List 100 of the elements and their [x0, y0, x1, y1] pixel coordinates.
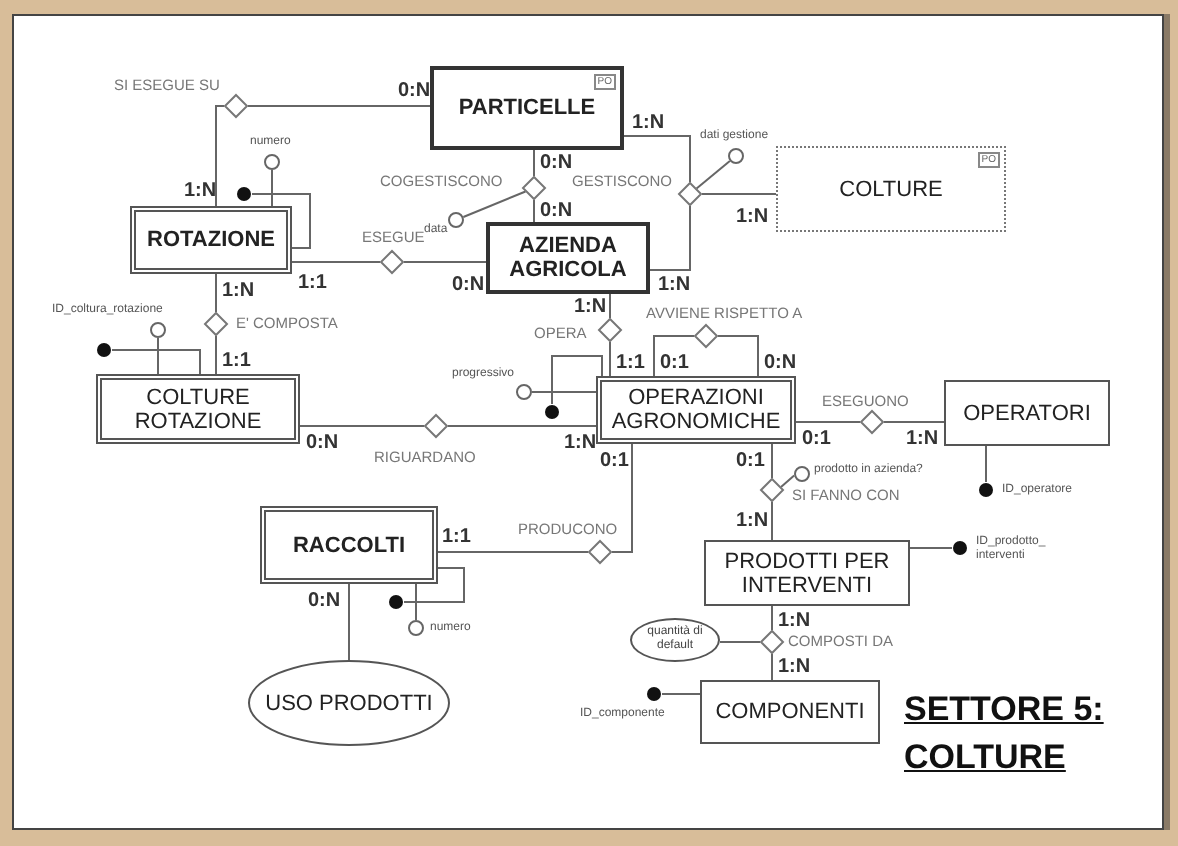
cardinality-label: 1:N	[906, 428, 939, 450]
connector-line	[299, 425, 425, 427]
diagram-title: SETTORE 5: COLTURE	[904, 688, 1106, 780]
connector-line	[909, 547, 953, 549]
entity-box	[486, 222, 650, 294]
entity-box	[704, 540, 910, 606]
entity-box	[776, 146, 1006, 232]
relationship-diamond	[694, 324, 718, 348]
entity-box	[96, 374, 300, 444]
connector-line	[701, 193, 777, 195]
cardinality-label: 1:N	[574, 296, 607, 318]
entity-box	[700, 680, 880, 744]
identifier-dot	[236, 186, 252, 202]
entity-name: RACCOLTI	[290, 533, 407, 557]
cardinality-label: 1:N	[736, 206, 769, 228]
attribute-circle	[728, 148, 744, 164]
relationship-diamond	[224, 94, 248, 118]
cardinality-label: 1:1	[616, 352, 645, 374]
cardinality-label: 0:1	[736, 450, 765, 472]
connector-line	[533, 199, 535, 223]
relationship-diamond	[204, 312, 228, 336]
connector-line	[661, 693, 701, 695]
connector-line	[623, 135, 691, 183]
entity-box	[944, 380, 1110, 446]
connector-line	[157, 337, 159, 375]
connector-line	[780, 474, 796, 488]
entity-name: COLTURE	[837, 177, 945, 201]
relationship-diamond	[760, 478, 784, 502]
relationship-diamond	[760, 630, 784, 654]
attribute-circle	[408, 620, 424, 636]
entity-name: AZIENDA AGRICOLA	[507, 234, 629, 282]
relationship-diamond	[678, 182, 702, 206]
entity-name: COLTURE ROTAZIONE	[132, 385, 264, 433]
attribute-circle	[264, 154, 280, 170]
cardinality-label: 0:1	[600, 450, 629, 472]
connector-line	[531, 391, 597, 393]
connector-line	[215, 105, 225, 207]
connector-line	[403, 261, 487, 263]
connector-line	[215, 335, 217, 375]
entity-box	[430, 66, 624, 150]
cardinality-label: 1:1	[222, 350, 251, 372]
entity-name: PRODOTTI PER INTERVENTI	[722, 549, 892, 597]
relationship-diamond	[380, 250, 404, 274]
cardinality-label: 1:N	[222, 280, 255, 302]
cardinality-label: 1:N	[658, 274, 691, 296]
connector-line	[771, 653, 773, 681]
attribute-circle	[448, 212, 464, 228]
connector-line	[611, 443, 633, 553]
relationship-diamond	[860, 410, 884, 434]
entity-name: OPERATORI	[961, 401, 1093, 425]
connector-line	[985, 445, 987, 483]
cardinality-label: 0:1	[660, 352, 689, 374]
connector-line	[271, 169, 273, 207]
cardinality-label: 0:N	[306, 432, 339, 454]
relationship-diamond	[588, 540, 612, 564]
connector-line	[649, 205, 691, 271]
cardinality-label: 1:N	[184, 180, 217, 202]
connector-line	[533, 149, 535, 177]
relationship-diamond	[424, 414, 448, 438]
connector-line	[609, 293, 611, 319]
identifier-dot	[544, 404, 560, 420]
entity-name: OPERAZIONI AGRONOMICHE	[609, 386, 783, 434]
connector-line	[719, 641, 761, 643]
connector-line	[771, 443, 773, 479]
cardinality-label: 1:1	[442, 526, 471, 548]
relationship-diamond	[598, 318, 622, 342]
connector-line	[771, 605, 773, 631]
connector-line	[437, 551, 589, 553]
cardinality-label: 0:N	[452, 274, 485, 296]
connector-line	[653, 335, 695, 377]
cardinality-label: 1:N	[564, 432, 597, 454]
identifier-dot	[952, 540, 968, 556]
entity-name: USO PRODOTTI	[263, 691, 435, 715]
connector-line	[247, 105, 431, 107]
connector-line	[111, 349, 201, 375]
connector-line	[291, 261, 381, 263]
cardinality-label: 0:N	[398, 80, 431, 102]
entity-box	[130, 206, 292, 274]
entity-box	[260, 506, 438, 584]
connector-line	[348, 583, 350, 661]
connector-line	[883, 421, 945, 423]
cardinality-label: 0:N	[540, 152, 573, 174]
entity-name: COMPONENTI	[713, 700, 867, 724]
cardinality-label: 1:N	[778, 610, 811, 632]
connector-line	[771, 501, 773, 541]
connector-line	[251, 193, 311, 249]
entity-name: PARTICELLE	[456, 96, 598, 120]
connector-line	[215, 273, 217, 313]
cardinality-label: 1:N	[632, 112, 665, 134]
cardinality-label: 0:1	[802, 428, 831, 450]
connector-line	[717, 335, 759, 377]
entity-name: ROTAZIONE	[145, 228, 277, 252]
cardinality-label: 1:1	[298, 272, 327, 294]
connector-line	[462, 190, 527, 218]
identifier-dot	[646, 686, 662, 702]
connector-line	[403, 567, 465, 603]
identifier-dot	[96, 342, 112, 358]
connector-line	[695, 160, 731, 190]
connector-line	[795, 421, 861, 423]
identifier-dot	[978, 482, 994, 498]
